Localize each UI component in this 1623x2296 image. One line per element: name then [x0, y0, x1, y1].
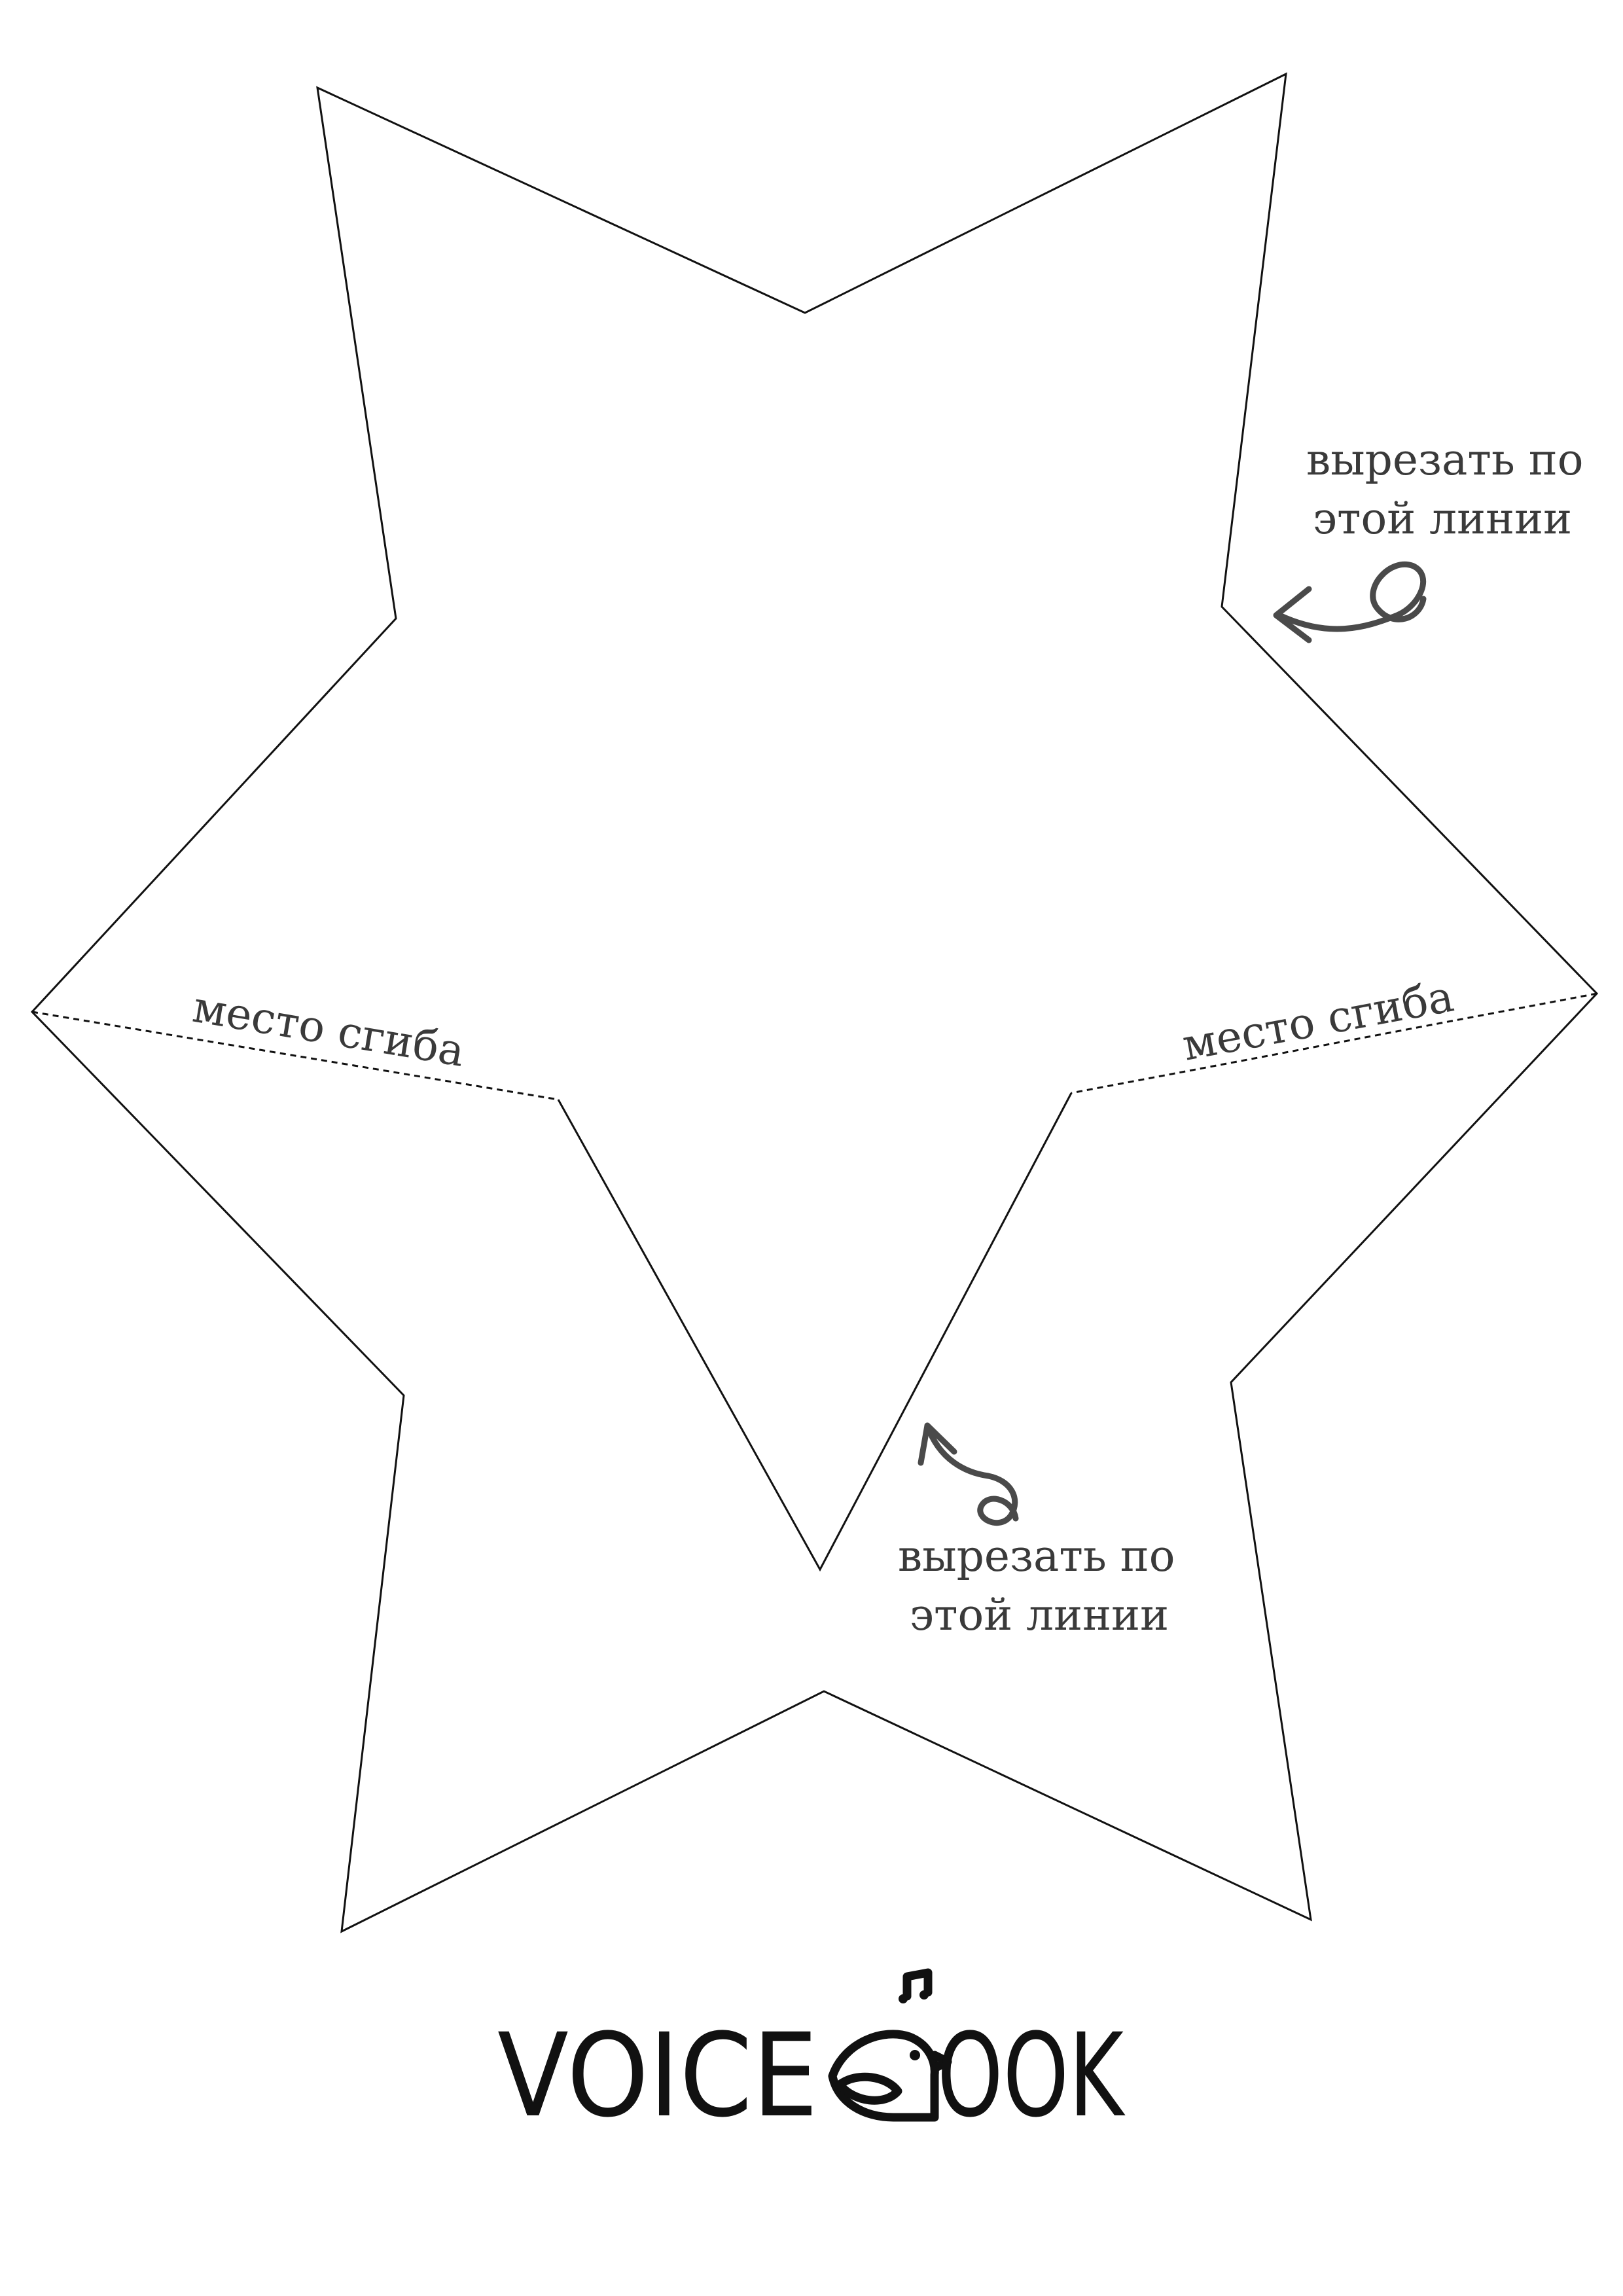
- cut-label-bottom-line2: этой линии: [910, 1590, 1169, 1640]
- cut-label-bottom-line1: вырезать по: [898, 1531, 1175, 1581]
- cut-label-top-line2: этой линии: [1313, 493, 1572, 544]
- fold-line-left: [31, 1011, 559, 1101]
- arrow-curl-icon: [918, 1422, 1019, 1526]
- logo-text-right: OOK: [937, 2009, 1126, 2143]
- arrow-curl-icon: [1273, 561, 1427, 643]
- star-inner-notch: [557, 1092, 1073, 1572]
- bird-note-logo-icon: [828, 1968, 952, 2122]
- cut-label-top-line1: вырезать по: [1306, 435, 1584, 485]
- voicebook-logo: VOICE OOK: [497, 1968, 1126, 2143]
- fold-label-left: место сгиба: [189, 982, 468, 1077]
- fold-label-right: место сгиба: [1179, 971, 1457, 1071]
- fold-line-right: [1071, 992, 1597, 1094]
- logo-text-left: VOICE: [497, 2009, 818, 2143]
